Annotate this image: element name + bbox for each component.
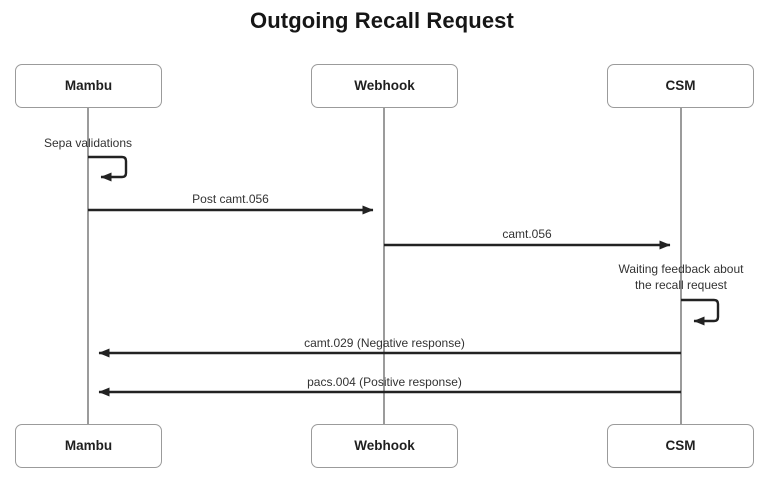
self-loop-sepa-validations — [88, 155, 128, 182]
participant-label-webhook-top: Webhook — [354, 78, 415, 93]
participant-box-mambu-bottom[interactable]: Mambu — [15, 424, 162, 468]
participant-box-csm-bottom[interactable]: CSM — [607, 424, 754, 468]
waiting-feedback-line-2: the recall request — [634, 278, 728, 292]
participant-box-webhook-bottom[interactable]: Webhook — [311, 424, 458, 468]
participant-label-webhook-bottom: Webhook — [354, 438, 415, 453]
waiting-feedback-line-1: Waiting feedback about — [618, 262, 744, 276]
participant-label-csm-bottom: CSM — [665, 438, 696, 453]
message-label-pacs004-positive: pacs.004 (Positive response) — [307, 375, 462, 389]
message-label-camt029-negative: camt.029 (Negative response) — [304, 336, 465, 350]
participant-box-mambu-top[interactable]: Mambu — [15, 64, 162, 108]
message-label-post-camt056: Post camt.056 — [192, 192, 269, 206]
participant-box-webhook-top[interactable]: Webhook — [311, 64, 458, 108]
message-label-sepa-validations: Sepa validations — [43, 136, 133, 150]
participant-box-csm-top[interactable]: CSM — [607, 64, 754, 108]
participant-label-mambu-top: Mambu — [64, 78, 113, 93]
participant-label-mambu-bottom: Mambu — [64, 438, 113, 453]
message-label-waiting-feedback: Waiting feedback about the recall reques… — [591, 261, 764, 293]
self-loop-waiting-feedback — [681, 298, 720, 326]
message-label-camt056: camt.056 — [502, 227, 552, 241]
participant-label-csm-top: CSM — [665, 78, 696, 93]
diagram-title: Outgoing Recall Request — [250, 8, 514, 33]
